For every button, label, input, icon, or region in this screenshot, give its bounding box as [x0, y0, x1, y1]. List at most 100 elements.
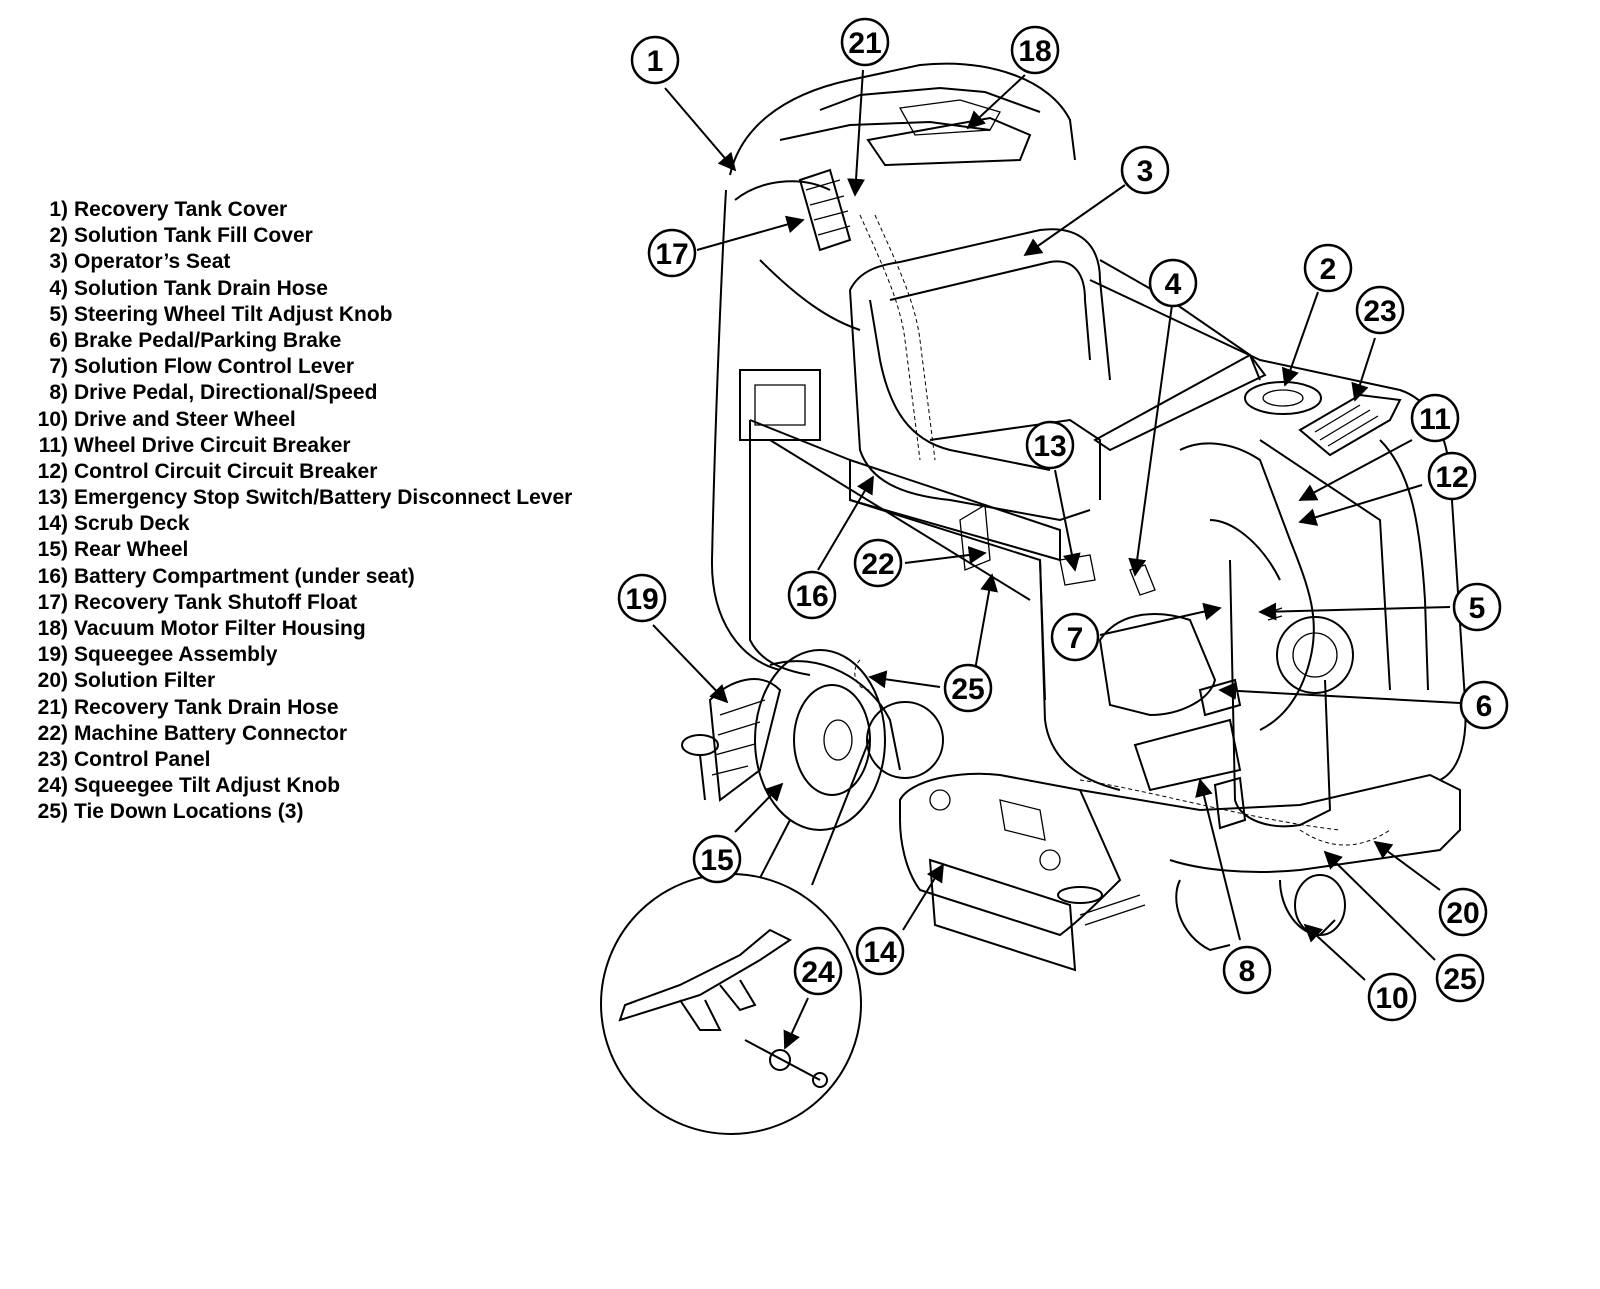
legend-item: 4)Solution Tank Drain Hose [30, 277, 630, 303]
callout-2: 2 [1303, 243, 1353, 293]
callout-label: 19 [625, 583, 658, 616]
legend-item: 15)Rear Wheel [30, 538, 630, 564]
legend-item: 21)Recovery Tank Drain Hose [30, 696, 630, 722]
legend-item-label: Emergency Stop Switch/Battery Disconnect… [74, 486, 573, 510]
callout-4: 4 [1148, 258, 1198, 308]
callout-circle [1438, 887, 1488, 937]
legend-item: 6)Brake Pedal/Parking Brake [30, 329, 630, 355]
legend-item-label: Solution Filter [74, 669, 216, 693]
callout-label: 22 [861, 548, 894, 581]
callout-label: 3 [1137, 155, 1154, 188]
legend-item: 14)Scrub Deck [30, 512, 630, 538]
legend-item: 13)Emergency Stop Switch/Battery Disconn… [30, 486, 630, 512]
callout-label: 10 [1375, 982, 1408, 1015]
callout-label: 5 [1469, 592, 1486, 625]
callout-circle [1303, 243, 1353, 293]
callout-label: 6 [1476, 690, 1493, 723]
callout-circle [1410, 393, 1460, 443]
legend-item-number: 6) [49, 328, 68, 352]
legend-item-number: 2) [49, 224, 68, 248]
legend-item-number: 19) [37, 643, 68, 667]
callout-label: 23 [1363, 295, 1396, 328]
legend-item-number: 5) [49, 302, 68, 326]
legend-item-number: 25) [37, 800, 68, 824]
callout-circle [1120, 145, 1170, 195]
legend-item-label: Drive and Steer Wheel [74, 407, 296, 431]
legend-item-label: Wheel Drive Circuit Breaker [74, 433, 351, 457]
callout-label: 2 [1320, 253, 1337, 286]
callout-label: 21 [848, 27, 881, 60]
callout-1: 1 [630, 35, 680, 85]
legend-item: 5)Steering Wheel Tilt Adjust Knob [30, 303, 630, 329]
callout-label: 12 [1435, 461, 1468, 494]
legend-item-number: 22) [37, 721, 68, 745]
legend-item-number: 4) [49, 276, 68, 300]
legend-item-label: Brake Pedal/Parking Brake [74, 328, 342, 352]
callout-15: 15 [692, 834, 742, 884]
callout-3: 3 [1120, 145, 1170, 195]
legend-item-label: Vacuum Motor Filter Housing [74, 617, 366, 640]
callout-label: 24 [801, 956, 835, 989]
callout-label: 20 [1446, 897, 1479, 930]
callout-6: 6 [1459, 680, 1509, 730]
legend-item-number: 3) [49, 250, 68, 274]
callout-circle [943, 663, 993, 713]
callout-17: 17 [647, 228, 697, 278]
legend-item: 11)Wheel Drive Circuit Breaker [30, 434, 630, 460]
callout-circle [1222, 945, 1272, 995]
legend-item: 24)Squeegee Tilt Adjust Knob [30, 774, 630, 800]
legend-item-number: 7) [49, 355, 68, 379]
callout-label: 18 [1018, 35, 1051, 68]
callout-circle [1148, 258, 1198, 308]
legend-item: 20)Solution Filter [30, 669, 630, 695]
callout-circle [1050, 612, 1100, 662]
legend-item: 16)Battery Compartment (under seat) [30, 565, 630, 591]
legend-item-label: Recovery Tank Drain Hose [74, 695, 339, 719]
legend-item: 7)Solution Flow Control Lever [30, 355, 630, 381]
legend-item: 10)Drive and Steer Wheel [30, 408, 630, 434]
legend-item-label: Battery Compartment (under seat) [74, 564, 415, 588]
callout-circle [840, 17, 890, 67]
callout-22: 22 [853, 538, 903, 588]
legend-item: 17)Recovery Tank Shutoff Float [30, 591, 630, 617]
legend-item-label: Machine Battery Connector [74, 721, 348, 745]
callout-circle [1435, 953, 1485, 1003]
callout-label: 11 [1419, 403, 1451, 436]
callout-16: 16 [787, 570, 837, 620]
callout-18: 18 [1010, 25, 1060, 75]
callout-7: 7 [1050, 612, 1100, 662]
legend-item-label: Drive Pedal, Directional/Speed [74, 381, 378, 405]
legend-item-number: 11) [38, 433, 68, 457]
callout-circle [793, 946, 843, 996]
callout-23: 23 [1355, 285, 1405, 335]
callout-12: 12 [1427, 451, 1477, 501]
callout-circle [855, 926, 905, 976]
callout-label: 16 [795, 580, 828, 613]
legend-item-number: 12) [37, 459, 68, 483]
legend-item-number: 21) [37, 695, 68, 719]
legend-item-label: Solution Tank Drain Hose [74, 276, 328, 300]
legend-item: 23)Control Panel [30, 748, 630, 774]
callout-circle [1025, 420, 1075, 470]
callout-label: 4 [1165, 268, 1182, 301]
legend-item-label: Steering Wheel Tilt Adjust Knob [74, 302, 393, 326]
callout-circle [692, 834, 742, 884]
legend-item-number: 23) [37, 747, 68, 771]
legend-item-label: Squeegee Assembly [74, 643, 278, 667]
legend-item-label: Recovery Tank Shutoff Float [74, 590, 358, 614]
callout-circle [853, 538, 903, 588]
legend-item-label: Scrub Deck [74, 512, 190, 536]
callout-13: 13 [1025, 420, 1075, 470]
callout-11: 11 [1410, 393, 1460, 443]
legend-item-label: Tie Down Locations (3) [74, 800, 304, 824]
legend-item-label: Rear Wheel [74, 538, 189, 562]
callout-circle [1010, 25, 1060, 75]
legend-item: 2)Solution Tank Fill Cover [30, 224, 630, 250]
leader-lines [652, 69, 1461, 1050]
callout-label: 13 [1033, 430, 1066, 463]
callout-10: 10 [1367, 972, 1417, 1022]
callout-20: 20 [1438, 887, 1488, 937]
legend-item-label: Solution Flow Control Lever [74, 355, 354, 379]
legend-item-label: Solution Tank Fill Cover [74, 224, 313, 248]
